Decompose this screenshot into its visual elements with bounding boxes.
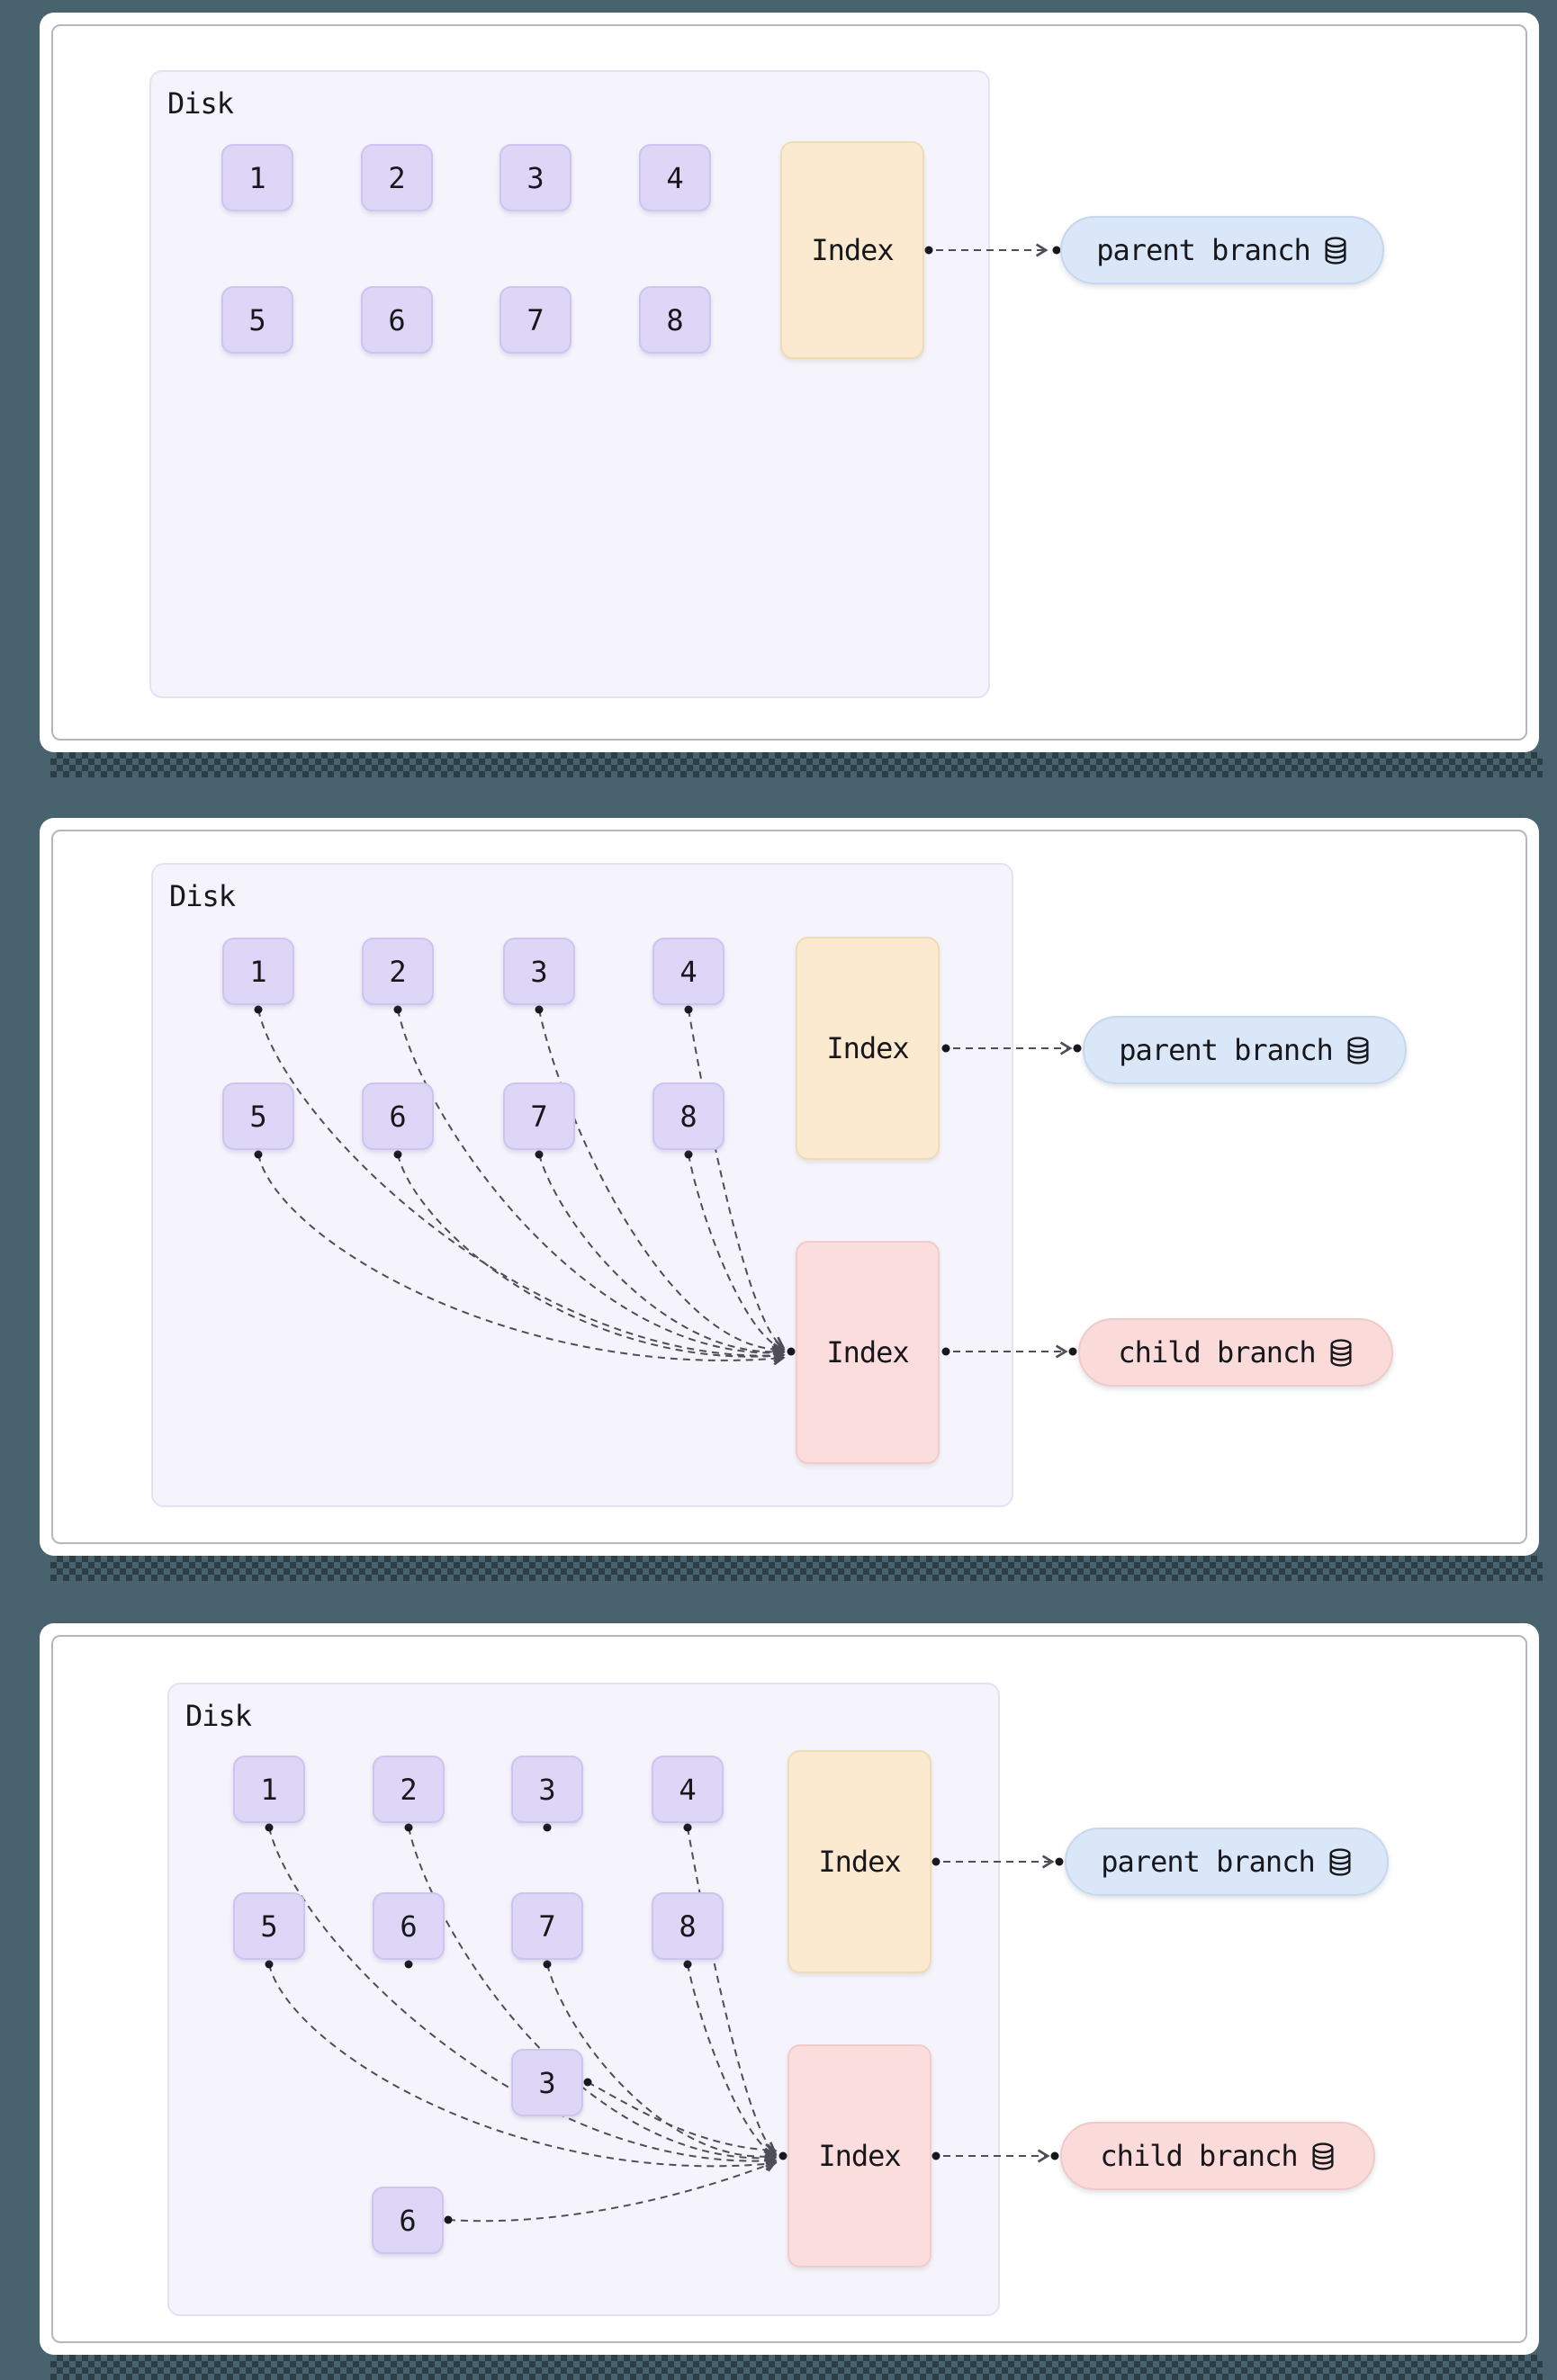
block-label: 7	[530, 1099, 548, 1134]
disk-block-2: 2	[373, 1756, 445, 1823]
disk-block-7: 7	[511, 1892, 583, 1960]
block-label: 1	[260, 1772, 278, 1807]
block-label: 7	[538, 1908, 556, 1944]
disk-block-8: 8	[652, 1892, 724, 1960]
pill-label: parent branch	[1119, 1033, 1333, 1067]
index-label: Index	[818, 1845, 901, 1879]
disk-label: Disk	[185, 1699, 252, 1733]
disk-block-3: 3	[511, 1756, 583, 1823]
disk-block-7: 7	[503, 1082, 575, 1150]
block-label: 2	[388, 160, 406, 195]
connection-dot	[1073, 1044, 1082, 1053]
disk-block-1: 1	[222, 938, 294, 1005]
block-label: 1	[248, 160, 266, 195]
disk-block-6: 6	[373, 1892, 445, 1960]
block-label: 8	[666, 302, 684, 337]
disk-block-7: 7	[500, 286, 572, 354]
block-label: 5	[249, 1099, 267, 1134]
index-label: Index	[818, 2139, 901, 2173]
block-label: 6	[388, 302, 406, 337]
database-icon	[1312, 2142, 1334, 2170]
disk-block-8: 8	[652, 1082, 724, 1150]
new-disk-block-3: 3	[511, 2049, 583, 2116]
disk-block-4: 4	[652, 1756, 724, 1823]
block-label: 5	[248, 302, 266, 337]
new-disk-block-6: 6	[372, 2187, 444, 2254]
block-label: 2	[389, 954, 407, 989]
child-index-box: Index	[788, 2044, 932, 2268]
block-label: 7	[526, 302, 544, 337]
parent-branch-pill: parent branch	[1065, 1828, 1389, 1896]
block-label: 3	[526, 160, 544, 195]
pill-label: parent branch	[1101, 1845, 1315, 1879]
block-label: 3	[538, 2065, 556, 2100]
block-label: 4	[666, 160, 684, 195]
index-label: Index	[811, 233, 894, 267]
block-label: 1	[249, 954, 267, 989]
disk-block-5: 5	[222, 1082, 294, 1150]
child-index-box: Index	[796, 1241, 940, 1464]
block-label: 3	[538, 1772, 556, 1807]
index-label: Index	[826, 1031, 909, 1065]
disk-label: Disk	[167, 86, 234, 121]
database-icon	[1330, 1338, 1352, 1367]
block-label: 6	[399, 2203, 417, 2238]
parent-branch-pill: parent branch	[1083, 1016, 1407, 1084]
block-label: 3	[530, 954, 548, 989]
panel-1-card: Disk 1 2 3 4 5 6 7 8 Index parent branch	[40, 13, 1543, 777]
database-icon	[1347, 1036, 1369, 1064]
database-icon	[1325, 236, 1346, 265]
disk-block-8: 8	[639, 286, 711, 354]
connection-dot	[1055, 1857, 1064, 1866]
block-label: 6	[389, 1099, 407, 1134]
disk-block-1: 1	[233, 1756, 305, 1823]
block-label: 8	[680, 1099, 698, 1134]
disk-block-2: 2	[362, 938, 434, 1005]
disk-block-5: 5	[233, 1892, 305, 1960]
block-label: 4	[680, 954, 698, 989]
connection-dot	[1050, 2151, 1059, 2160]
disk-block-1: 1	[221, 144, 293, 211]
panel-3-card: Disk 1 2 3 4 5 6 7 8 3 6	[40, 1623, 1543, 2380]
disk-block-4: 4	[652, 938, 724, 1005]
disk-block-3: 3	[500, 144, 572, 211]
connection-dot	[1068, 1347, 1077, 1356]
block-label: 2	[400, 1772, 418, 1807]
pill-label: child branch	[1100, 2139, 1298, 2173]
parent-index-box: Index	[780, 141, 924, 359]
block-label: 6	[400, 1908, 418, 1944]
panel-2-card: Disk 1 2 3 4 5 6 7 8 Index	[40, 818, 1543, 1581]
disk-block-3: 3	[503, 938, 575, 1005]
child-branch-pill: child branch	[1078, 1318, 1393, 1387]
disk-block-2: 2	[361, 144, 433, 211]
disk-block-6: 6	[362, 1082, 434, 1150]
pill-label: parent branch	[1096, 233, 1310, 267]
disk-block-5: 5	[221, 286, 293, 354]
disk-label: Disk	[169, 879, 236, 913]
child-branch-pill: child branch	[1060, 2122, 1375, 2190]
parent-index-box: Index	[788, 1750, 932, 1973]
parent-index-box: Index	[796, 937, 940, 1160]
block-label: 4	[679, 1772, 697, 1807]
pill-label: child branch	[1118, 1335, 1316, 1370]
disk-block-6: 6	[361, 286, 433, 354]
block-label: 8	[679, 1908, 697, 1944]
parent-branch-pill: parent branch	[1060, 216, 1384, 284]
database-icon	[1329, 1847, 1351, 1876]
index-label: Index	[826, 1335, 909, 1370]
disk-block-4: 4	[639, 144, 711, 211]
block-label: 5	[260, 1908, 278, 1944]
